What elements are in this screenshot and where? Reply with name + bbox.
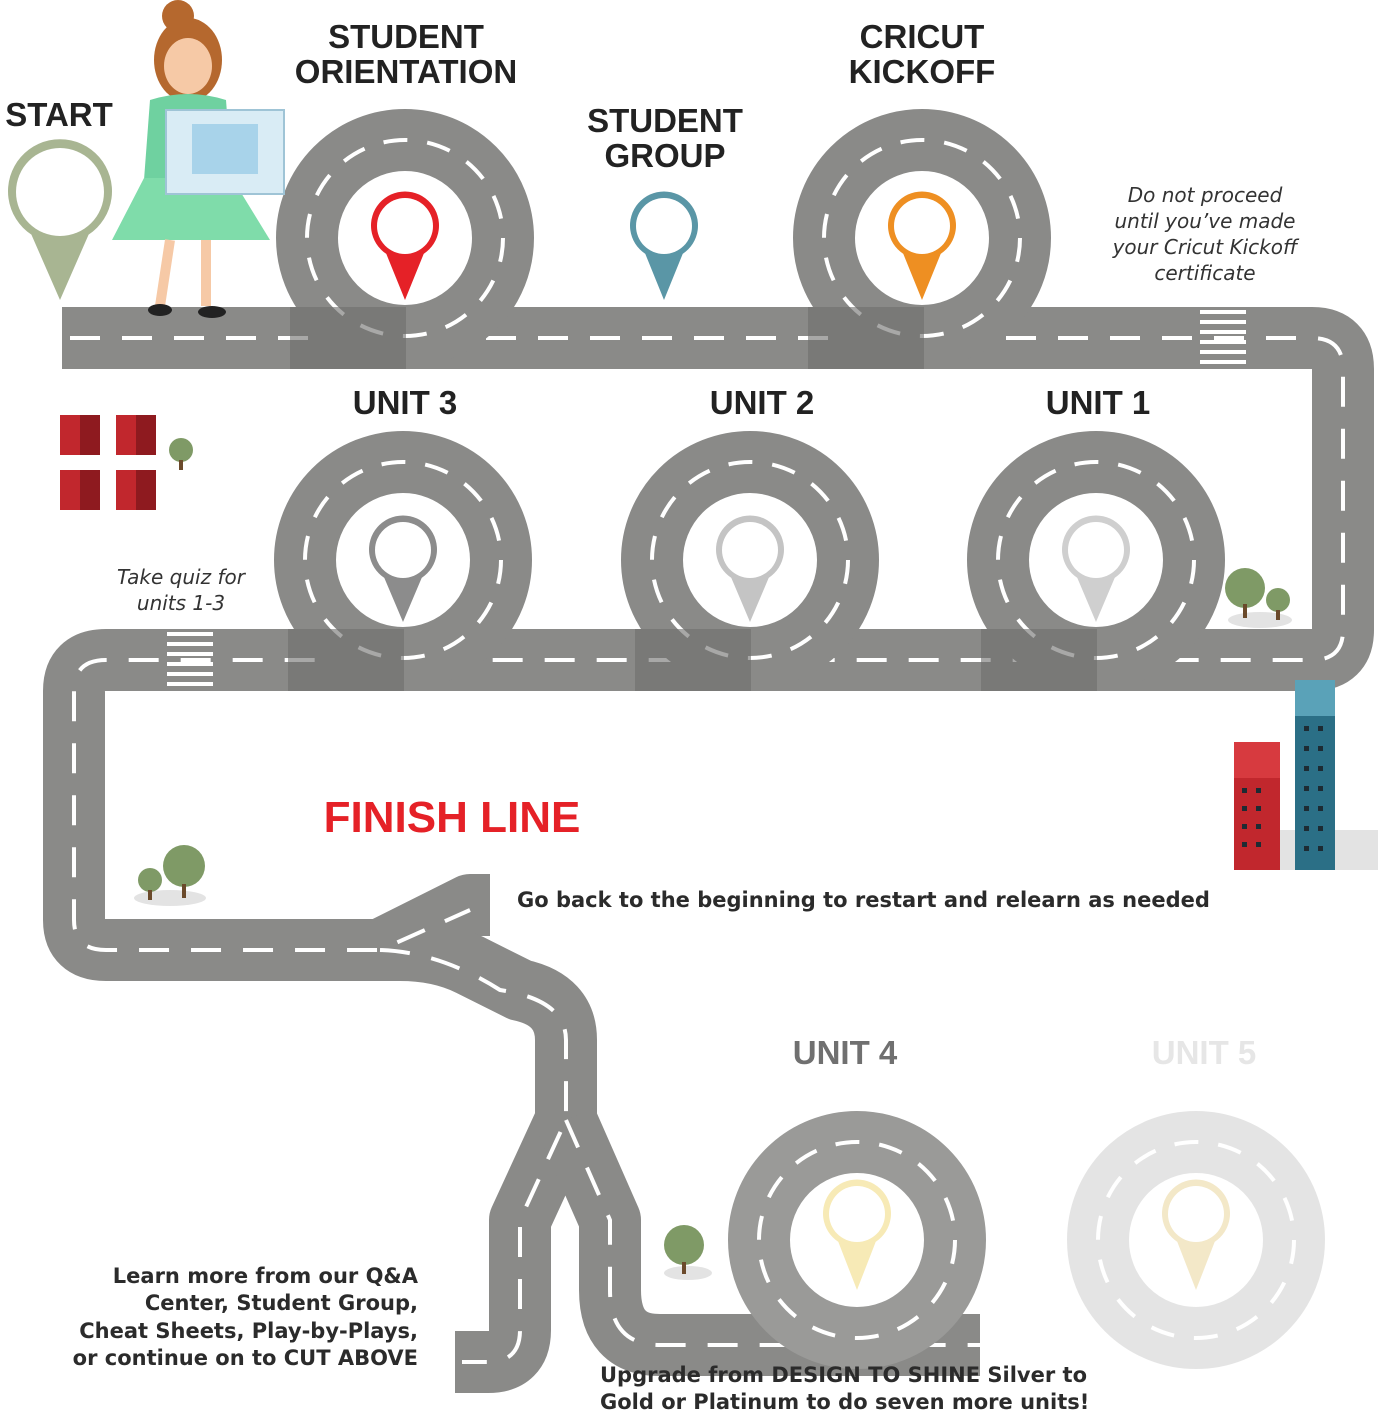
tree-icon — [134, 845, 206, 906]
loop-unit-5 — [1067, 1111, 1325, 1369]
location-pin-icon — [629, 191, 698, 300]
label-cricut-kickoff-line2: KICKOFF — [848, 52, 996, 90]
note-line: until you’ve made — [1114, 209, 1296, 233]
location-pin-icon — [370, 191, 439, 300]
loop-unit-3 — [274, 431, 532, 691]
pin-hole — [829, 1186, 885, 1242]
lane-markings — [70, 336, 1345, 1364]
pin-hole — [16, 148, 104, 236]
road-network — [43, 307, 1382, 1393]
label-unit-5: UNIT 5 — [1151, 1034, 1257, 1071]
tree-icon — [1225, 568, 1292, 628]
info-line: Cheat Sheets, Play-by-Plays, — [79, 1318, 418, 1343]
student-with-map-icon — [112, 0, 285, 318]
location-pin-icon — [8, 139, 113, 300]
loop-unit-4 — [728, 1111, 986, 1369]
info-line: Learn more from our Q&A — [112, 1264, 418, 1288]
info-line: Center, Student Group, — [144, 1291, 418, 1316]
label-cricut-kickoff-line1: CRICUT — [859, 18, 985, 55]
pin-hole — [1068, 522, 1124, 578]
loop-unit-1 — [967, 431, 1225, 691]
label-student-orientation-line2: ORIENTATION — [294, 52, 518, 90]
location-pin-icon — [888, 191, 956, 300]
info-restart: Go back to the beginning to restart and … — [517, 888, 1210, 912]
label-unit-3: UNIT 3 — [352, 384, 458, 421]
info-line: or continue on to CUT ABOVE — [72, 1345, 418, 1370]
pin-hole — [1168, 1186, 1224, 1242]
pin-hole — [636, 198, 692, 254]
pin-hole — [375, 522, 431, 578]
info-line: Upgrade from DESIGN TO SHINE Silver to — [600, 1363, 1087, 1387]
tree-icon — [169, 438, 193, 470]
label-student-group-line1: STUDENT — [587, 102, 743, 139]
crosswalk-icon — [1200, 310, 1246, 364]
tree-icon — [664, 1225, 712, 1280]
finish-line-title: FINISH LINE — [323, 793, 581, 842]
note-quiz: Take quiz for units 1-3 — [98, 564, 264, 616]
label-student-orientation-line1: STUDENT — [328, 18, 484, 55]
location-pin-icon — [369, 515, 437, 622]
pin-hole — [377, 198, 433, 254]
loop-cricut-kickoff — [793, 109, 1051, 369]
label-student-group: STUDENT GROUP — [560, 102, 770, 174]
note-line: your Cricut Kickoff — [1112, 235, 1298, 259]
building-icon — [1234, 680, 1378, 870]
pin-hole — [894, 198, 950, 254]
loop-unit-2 — [621, 431, 879, 691]
loop-student-orientation — [276, 109, 534, 369]
label-unit-2: UNIT 2 — [709, 384, 815, 421]
house-icon — [60, 415, 156, 510]
crosswalk-icon — [167, 632, 213, 686]
label-unit-4: UNIT 4 — [792, 1034, 898, 1071]
note-line: Do not proceed — [1127, 183, 1283, 207]
note-line: units 1-3 — [136, 591, 226, 615]
location-pin-icon — [1062, 515, 1130, 622]
location-pin-icon — [716, 515, 784, 622]
label-cricut-kickoff: CRICUT KICKOFF — [822, 18, 1022, 90]
note-kickoff-certificate: Do not proceed until you’ve made your Cr… — [1094, 182, 1316, 286]
info-learn-more: Learn more from our Q&A Center, Student … — [40, 1263, 418, 1372]
location-pin-icon — [1162, 1179, 1230, 1290]
label-student-orientation: STUDENT ORIENTATION — [286, 18, 526, 90]
info-upgrade: Upgrade from DESIGN TO SHINE Silver to G… — [600, 1362, 1089, 1417]
info-line: Gold or Platinum to do seven more units! — [600, 1390, 1090, 1415]
label-unit-1: UNIT 1 — [1045, 384, 1151, 421]
label-start: START — [5, 96, 113, 133]
label-student-group-line2: GROUP — [604, 136, 726, 174]
pin-hole — [722, 522, 778, 578]
note-line: Take quiz for — [117, 565, 245, 589]
note-line: certificate — [1154, 261, 1256, 285]
location-pin-icon — [823, 1179, 891, 1290]
